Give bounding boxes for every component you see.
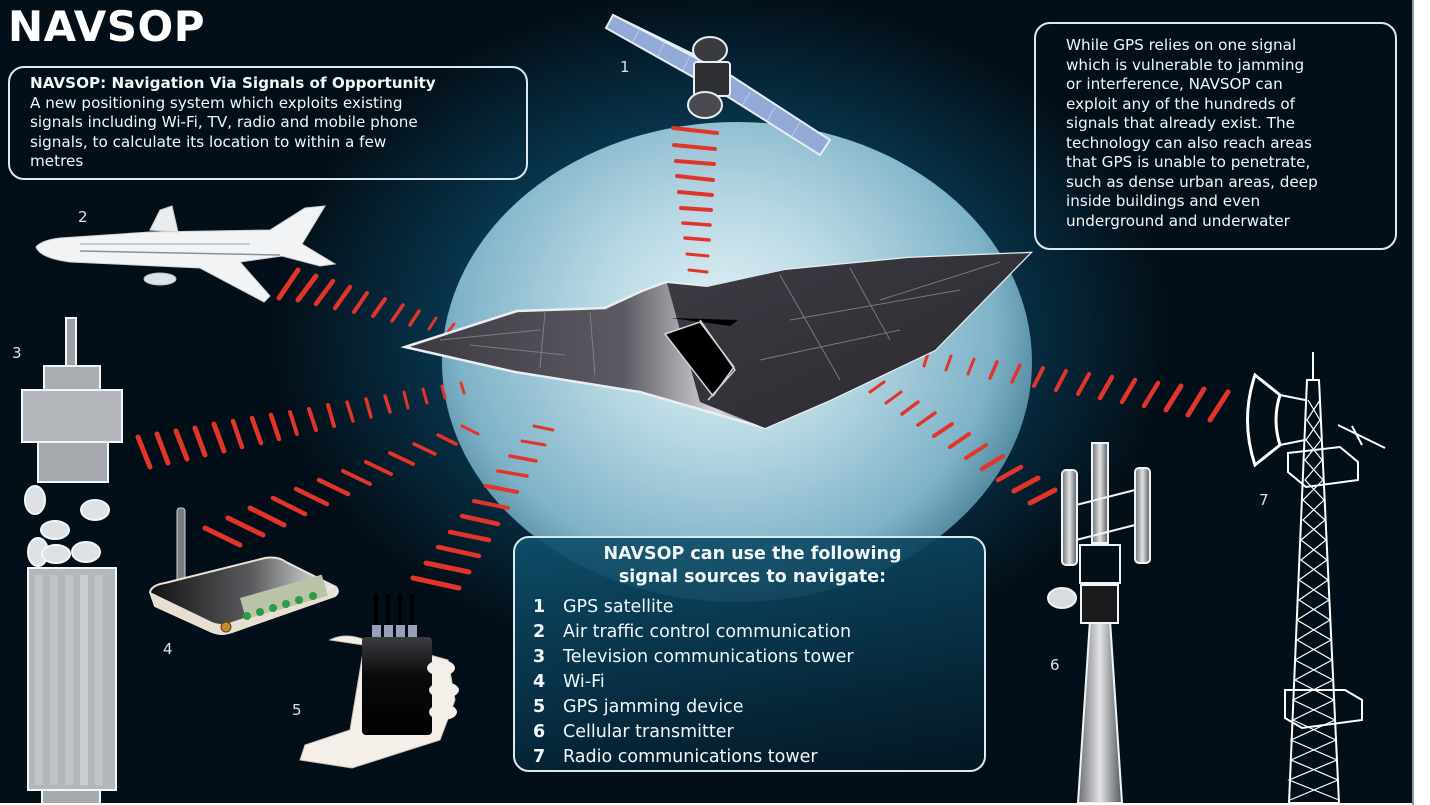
source-item: 5 GPS jamming device (533, 695, 984, 720)
signal-radio (922, 351, 1231, 423)
sources-heading-line1: NAVSOP can use the following (603, 544, 902, 564)
source-item: 4 Wi-Fi (533, 670, 984, 695)
intro-line: A new positioning system which exploits … (30, 93, 403, 112)
signal-airplane (276, 267, 456, 334)
signal-satellite (671, 126, 719, 274)
image-edge (1412, 0, 1414, 805)
source-label: Television communications tower (563, 647, 854, 667)
satellite-icon (604, 13, 832, 157)
sources-list: 1 GPS satellite 2 Air traffic control comm… (515, 595, 984, 770)
label-cell-tower: 6 (1050, 656, 1060, 674)
label-radio-tower: 7 (1259, 491, 1269, 509)
source-item: 7 Radio communications tower (533, 745, 984, 770)
page-title: NAVSOP (8, 2, 206, 51)
signal-jammer (410, 424, 555, 591)
info-line: While GPS relies on one signal (1066, 36, 1297, 54)
label-satellite: 1 (620, 58, 630, 76)
info-line: technology can also reach areas (1066, 133, 1312, 152)
intro-line: signals including Wi-Fi, TV, radio and m… (30, 113, 418, 131)
source-label: Cellular transmitter (563, 722, 734, 742)
info-line: inside buildings and even (1066, 192, 1261, 210)
label-jammer: 5 (292, 701, 302, 719)
sources-box: NAVSOP can use the following signal sour… (513, 536, 986, 772)
source-label: GPS satellite (563, 597, 674, 617)
label-airplane: 2 (78, 208, 88, 226)
info-line: or interference, NAVSOP can (1066, 75, 1283, 93)
source-num: 1 (533, 597, 546, 617)
info-line: which is vulnerable to jamming (1066, 55, 1305, 74)
airplane-icon (35, 205, 337, 303)
sources-heading-line2: signal sources to navigate: (618, 567, 887, 587)
drone-icon (400, 251, 1034, 430)
source-label: Radio communications tower (563, 747, 818, 767)
signal-cell (852, 370, 1058, 506)
cell-tower-icon (1047, 442, 1151, 803)
source-num: 2 (533, 622, 546, 642)
intro-box: NAVSOP: Navigation Via Signals of Opport… (8, 66, 528, 180)
info-line: underground and underwater (1066, 211, 1290, 230)
intro-line: metres (30, 152, 84, 170)
source-label: Air traffic control communication (563, 622, 852, 642)
intro-heading: NAVSOP: Navigation Via Signals of Opport… (30, 74, 436, 92)
source-item: 1 GPS satellite (533, 595, 984, 620)
source-item: 6 Cellular transmitter (533, 720, 984, 745)
source-label: Wi-Fi (563, 672, 605, 692)
intro-line: signals, to calculate its location to wi… (30, 132, 387, 151)
signal-wifi (202, 424, 480, 548)
info-line: exploit any of the hundreds of (1066, 94, 1295, 113)
source-item: 3 Television communications tower (533, 645, 984, 670)
signal-tv-tower (135, 381, 466, 470)
source-num: 3 (533, 647, 546, 667)
source-num: 6 (533, 722, 546, 742)
source-num: 7 (533, 747, 546, 767)
gps-jammer-icon (299, 594, 459, 769)
wifi-router-icon (148, 507, 339, 635)
info-line: such as dense urban areas, deep (1066, 172, 1318, 191)
radio-tower-icon (1246, 352, 1386, 803)
label-tv-tower: 3 (12, 344, 22, 362)
source-label: GPS jamming device (563, 697, 744, 717)
source-num: 4 (533, 672, 546, 692)
info-line: signals that already exist. The (1066, 114, 1295, 132)
tv-tower-windows (35, 575, 103, 785)
source-num: 5 (533, 697, 546, 717)
source-item: 2 Air traffic control communication (533, 620, 984, 645)
info-box: While GPS relies on one signal which is … (1034, 22, 1397, 250)
info-line: that GPS is unable to penetrate, (1066, 153, 1311, 171)
label-wifi-router: 4 (163, 640, 173, 658)
